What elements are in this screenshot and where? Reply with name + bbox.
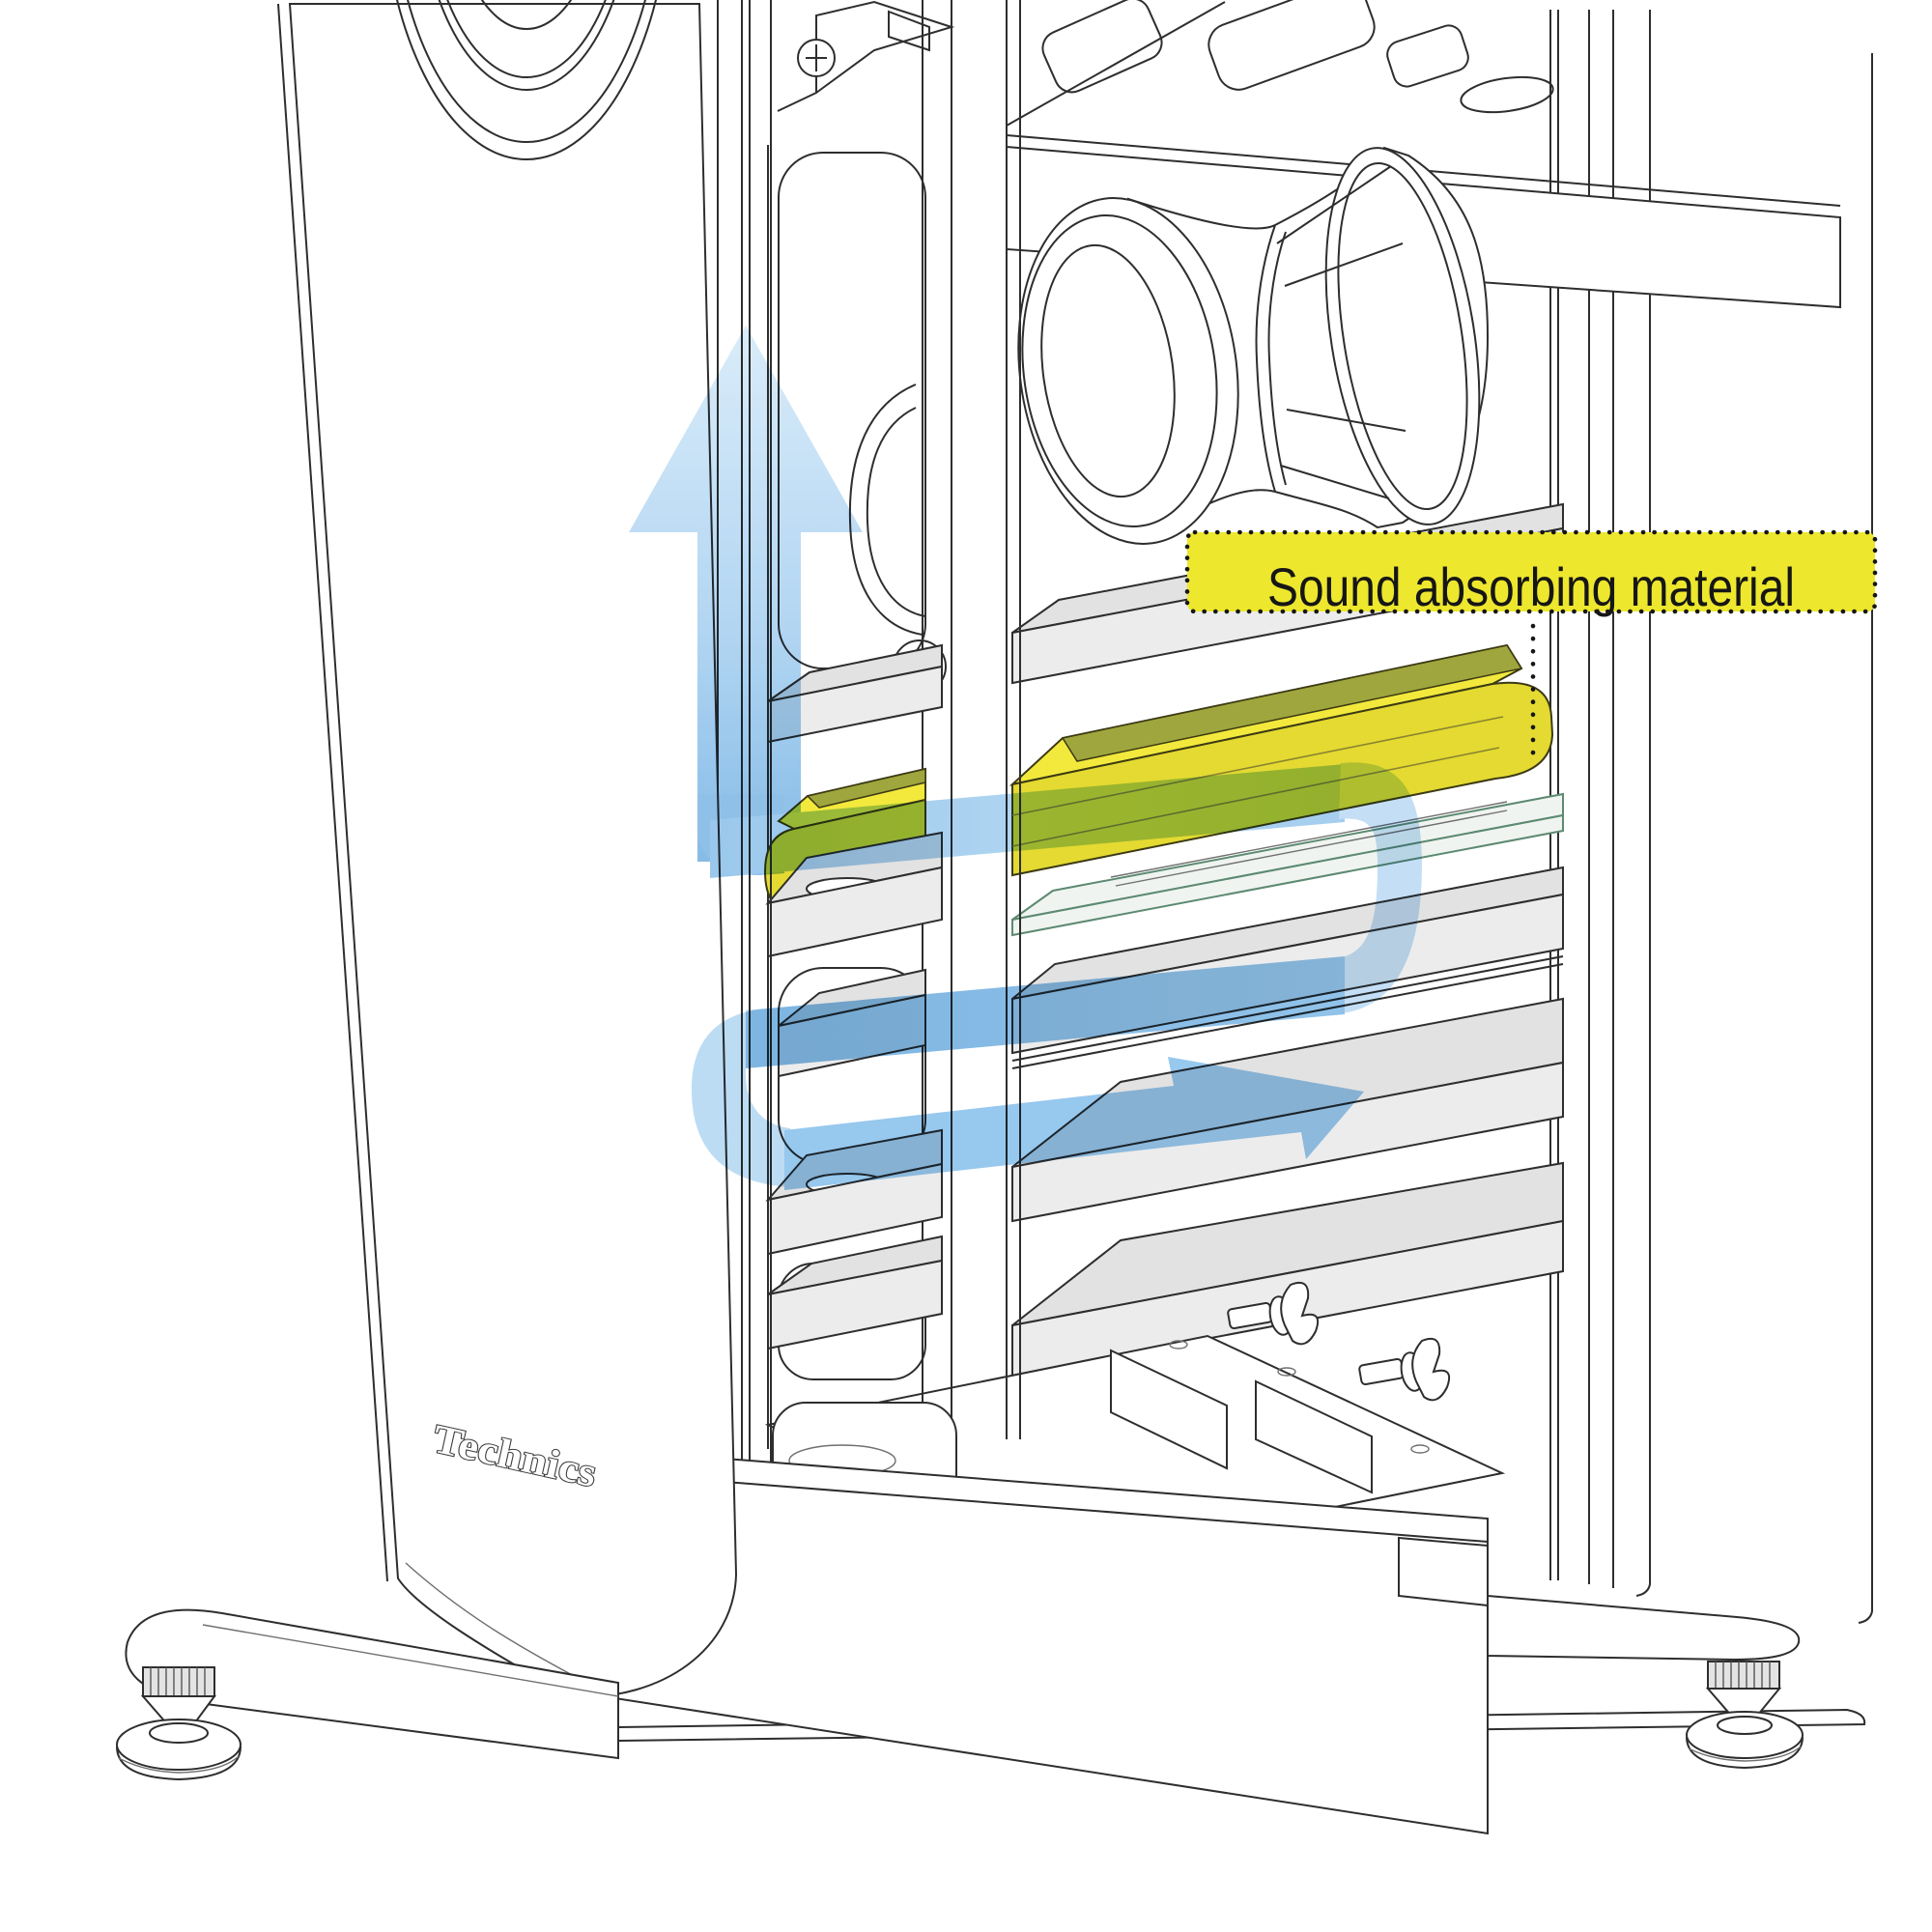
plinth-base [116,1594,1804,1781]
annotation-label: Sound absorbing material [1267,556,1795,617]
annotation-group: Sound absorbing material [1184,529,1878,766]
airflow-u-turn-right [1339,762,1422,1013]
cable-hook [848,384,947,694]
airflow-labyrinth-arrow [784,1057,1364,1190]
horn-driver [1017,146,1490,545]
shelf-stack [1009,502,1564,1378]
airflow-band-upper [710,764,1345,878]
woofer-rings [396,0,657,160]
inner-frame-window [763,0,1021,1512]
airflow-up-arrow [629,326,863,862]
binding-post [1227,1281,1320,1346]
front-baffle: Technics [277,0,738,1699]
annotation-box [1184,529,1878,614]
airflow-ribbon [629,326,1422,1190]
spike-foot-left [116,1666,242,1781]
airflow-u-turn-left [692,1009,790,1187]
airflow-band-middle [746,956,1345,1068]
spike-foot-right [1686,1661,1804,1770]
crossover-bracket [777,0,955,112]
plinth-right-arm [1487,1594,1801,1662]
cabinet-linework: Technics [116,0,1873,1835]
binding-post [1358,1337,1451,1402]
plinth-rear-rail [617,1708,1866,1742]
